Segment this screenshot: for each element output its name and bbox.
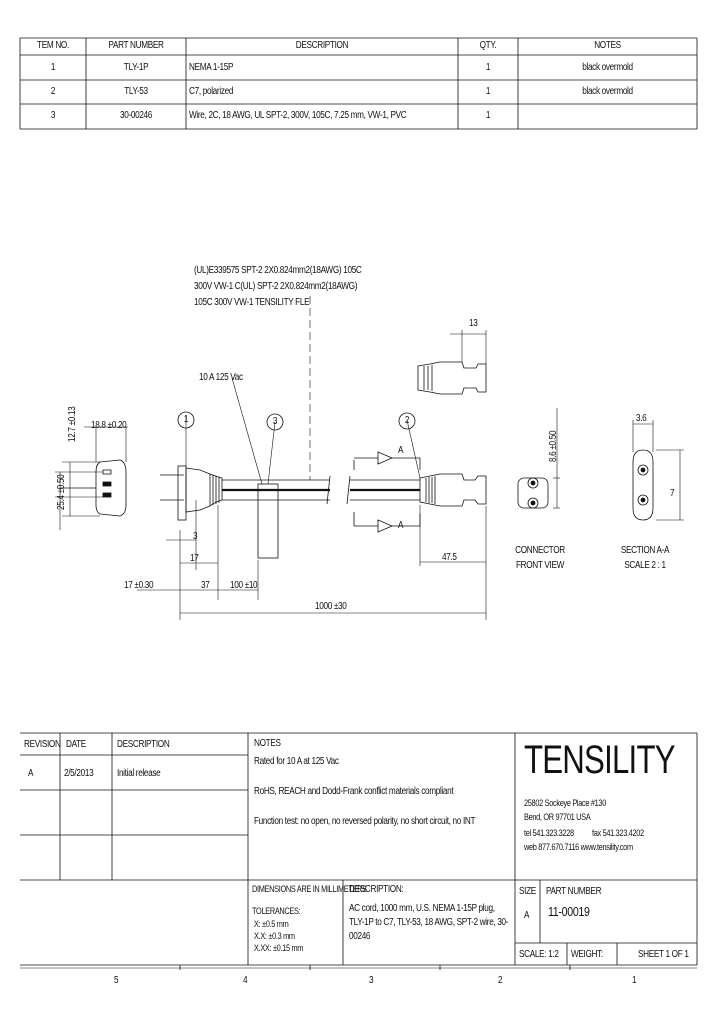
plug-side-view bbox=[160, 465, 223, 521]
scale-label: SCALE: 1:2 bbox=[519, 949, 559, 960]
dim-37: 37 bbox=[201, 580, 210, 591]
company-address-line: 25802 Sockeye Place #130 bbox=[524, 798, 606, 808]
dim-8-6: 8.6 ±0.50 bbox=[548, 430, 559, 462]
cable-marking-line: 105C 300V VW-1 TENSILITY FLE bbox=[194, 297, 310, 308]
section-a-a-view bbox=[632, 449, 654, 521]
balloon-2-shape bbox=[398, 412, 416, 430]
part-number-label: PART NUMBER bbox=[546, 886, 602, 897]
dim-12-7: 12.7 ±0.13 bbox=[67, 406, 78, 442]
cable-marking-line: 300V VW-1 C(UL) SPT-2 2X0.824mm2(18AWG) bbox=[194, 281, 358, 292]
zone-number: 4 bbox=[243, 975, 248, 986]
company-fax: fax 541.323.4202 bbox=[592, 828, 644, 838]
bom-header-notes: NOTES bbox=[594, 40, 621, 51]
company-logo: TENSILITY bbox=[524, 738, 676, 782]
zone-number: 5 bbox=[114, 975, 119, 986]
dim-47-5: 47.5 bbox=[442, 552, 457, 563]
notes-title: NOTES bbox=[254, 738, 281, 749]
bom-row-notes: black overmold bbox=[582, 62, 633, 73]
note-line: RoHS, REACH and Dodd-Frank conflict mate… bbox=[254, 786, 454, 797]
balloon-1-shape bbox=[177, 411, 195, 429]
cable bbox=[222, 475, 420, 559]
desc-line: TLY-1P to C7, TLY-53, 18 AWG, SPT-2 wire… bbox=[349, 917, 509, 928]
bom-header-part: PART NUMBER bbox=[108, 40, 164, 51]
cable-marking-line: (UL)E339575 SPT-2 2X0.824mm2(18AWG) 105C bbox=[194, 265, 362, 276]
rev-row-desc: Initial release bbox=[117, 768, 161, 779]
section-marker-a-top: A bbox=[398, 445, 404, 456]
rating-label: 10 A 125 Vac bbox=[199, 372, 243, 383]
title-block-grid bbox=[20, 732, 698, 970]
section-view-label: SCALE 2 : 1 bbox=[624, 560, 666, 571]
dim-18-8: 18.8 ±0.20 bbox=[91, 420, 127, 431]
connector-top-view bbox=[417, 361, 487, 395]
dim-25-4: 25.4 ±0.50 bbox=[56, 474, 67, 510]
dim-100: 100 ±10 bbox=[230, 580, 258, 591]
note-line: Rated for 10 A at 125 Vac bbox=[254, 756, 339, 767]
bom-row-qty: 1 bbox=[485, 86, 491, 97]
zone-number: 1 bbox=[632, 975, 637, 986]
connector-front-view bbox=[517, 477, 549, 509]
connector-view-label: FRONT VIEW bbox=[515, 560, 565, 571]
size-label: SIZE bbox=[519, 886, 536, 897]
rev-row-rev: A bbox=[28, 768, 34, 779]
rev-header-rev: REVISION bbox=[24, 739, 61, 750]
bom-row-desc: NEMA 1-15P bbox=[189, 62, 234, 73]
note-line: Function test: no open, no reversed pola… bbox=[254, 816, 476, 827]
bom-row-item: 2 bbox=[50, 86, 56, 97]
section-view-label: SECTION A-A bbox=[620, 545, 670, 556]
balloon-2: 2 bbox=[404, 415, 410, 426]
connector-side-view bbox=[419, 473, 487, 507]
connector-view-label: CONNECTOR bbox=[515, 545, 565, 556]
dim-1000: 1000 ±30 bbox=[315, 601, 347, 612]
bom-header-desc: DESCRIPTION bbox=[295, 40, 349, 51]
section-arrow-top bbox=[377, 451, 394, 465]
zone-number: 2 bbox=[498, 975, 503, 986]
bom-row-desc: C7, polarized bbox=[189, 86, 234, 97]
desc-label: DESCRIPTION: bbox=[349, 884, 404, 895]
tolerance-line: X: ±0.5 mm bbox=[254, 919, 289, 929]
section-cut-lines bbox=[353, 457, 421, 527]
tolerance-line: X.XX: ±0.15 mm bbox=[254, 943, 304, 953]
bom-table-grid bbox=[19, 37, 698, 130]
tolerances-label: TOLERANCES: bbox=[252, 906, 301, 916]
bom-row-part: TLY-1P bbox=[123, 62, 149, 73]
plug-top-view bbox=[60, 459, 127, 517]
company-web: web 877.670.7116 www.tensility.com bbox=[524, 842, 633, 852]
dims-note: DIMENSIONS ARE IN MILLIMETERS bbox=[252, 884, 367, 894]
section-marker-a-bottom: A bbox=[398, 520, 404, 531]
dim-13: 13 bbox=[469, 318, 478, 329]
desc-line: AC cord, 1000 mm, U.S. NEMA 1-15P plug, bbox=[349, 903, 495, 914]
desc-line: 00246 bbox=[349, 931, 371, 942]
bom-header-item: TEM NO. bbox=[37, 40, 69, 51]
section-arrow-bottom bbox=[377, 519, 394, 533]
balloon-3-shape bbox=[266, 413, 284, 431]
balloon-3: 3 bbox=[272, 416, 278, 427]
bom-row-notes: black overmold bbox=[582, 86, 633, 97]
company-tel: tel 541.323.3228 bbox=[524, 828, 574, 838]
bom-row-item: 1 bbox=[50, 62, 56, 73]
bom-row-desc: Wire, 2C, 18 AWG, UL SPT-2, 300V, 105C, … bbox=[189, 110, 407, 121]
dim-3: 3 bbox=[193, 531, 198, 542]
bom-header-qty: QTY. bbox=[479, 40, 497, 51]
bom-row-qty: 1 bbox=[485, 110, 491, 121]
part-number-value: 11-00019 bbox=[548, 904, 590, 919]
bom-row-part: TLY-53 bbox=[124, 86, 148, 97]
sheet-label: SHEET 1 OF 1 bbox=[638, 949, 689, 960]
balloon-1: 1 bbox=[183, 414, 189, 425]
dim-17-30: 17 ±0.30 bbox=[124, 580, 154, 591]
bom-row-item: 3 bbox=[50, 110, 56, 121]
rev-header-date: DATE bbox=[66, 739, 86, 750]
dim-3-6: 3.6 bbox=[636, 413, 647, 424]
dim-17: 17 bbox=[190, 553, 199, 564]
tolerance-line: X.X: ±0.3 mm bbox=[254, 931, 295, 941]
size-value: A bbox=[524, 910, 530, 921]
bom-row-part: 30-00246 bbox=[119, 110, 153, 121]
bom-row-qty: 1 bbox=[485, 62, 491, 73]
rev-header-desc: DESCRIPTION bbox=[117, 739, 170, 750]
rev-row-date: 2/5/2013 bbox=[64, 768, 94, 779]
zone-number: 3 bbox=[369, 975, 374, 986]
company-address-line: Bend, OR 97701 USA bbox=[524, 812, 591, 822]
dim-7: 7 bbox=[670, 488, 675, 499]
weight-label: WEIGHT: bbox=[571, 949, 603, 960]
